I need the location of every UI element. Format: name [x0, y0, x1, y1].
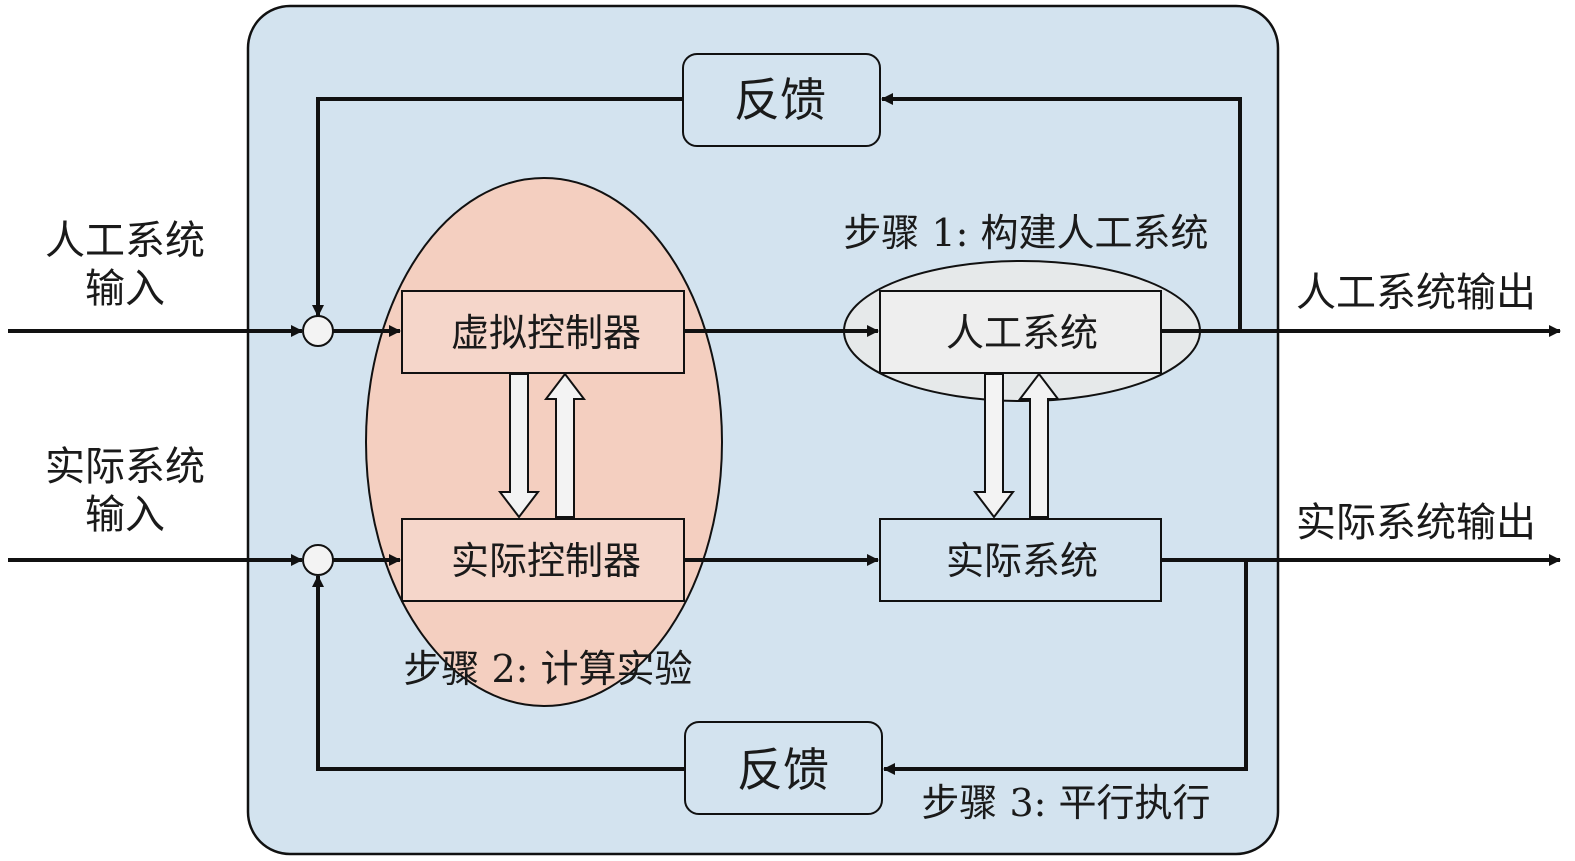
- feedback-bottom-label: 反馈: [737, 743, 829, 797]
- feedback-bottom-return: [312, 575, 685, 771]
- feedback-top-label: 反馈: [734, 73, 826, 127]
- feedback-top-line: [881, 93, 1242, 331]
- artificial-input-label-line2: 输入: [85, 266, 165, 312]
- step2-ellipse: [365, 177, 723, 707]
- hollow-arrow-down-systems: [972, 373, 1016, 519]
- artificial-input-label-line1: 人工系统: [45, 218, 205, 264]
- hollow-arrow-up-controllers: [543, 372, 587, 518]
- real-input-label-line2: 输入: [85, 492, 165, 538]
- step3-label: 步骤 3: 平行执行: [921, 781, 1210, 825]
- artificial-system-block: 人工系统: [879, 290, 1162, 374]
- hollow-arrow-up-systems: [1017, 372, 1061, 518]
- artificial-system-label: 人工系统: [946, 311, 1098, 355]
- real-system-label: 实际系统: [946, 539, 1098, 583]
- feedback-bottom-line: [883, 560, 1248, 775]
- real-controller-label: 实际控制器: [451, 539, 641, 583]
- summing-junction-top: [302, 315, 334, 347]
- virtual-controller-block: 虚拟控制器: [401, 290, 685, 374]
- real-input-label-line1: 实际系统: [45, 444, 205, 490]
- real-controller-block: 实际控制器: [401, 518, 685, 602]
- summing-junction-bottom: [302, 544, 334, 576]
- real-system-block: 实际系统: [879, 518, 1162, 602]
- step2-label: 步骤 2: 计算实验: [403, 647, 692, 691]
- artificial-output-label: 人工系统输出: [1296, 270, 1536, 316]
- feedback-bottom-box: 反馈: [684, 721, 883, 815]
- hollow-arrow-down-controllers: [497, 373, 541, 519]
- feedback-top-box: 反馈: [682, 53, 881, 147]
- real-output-label: 实际系统输出: [1296, 500, 1536, 546]
- virtual-controller-label: 虚拟控制器: [451, 311, 641, 355]
- step1-label: 步骤 1: 构建人工系统: [843, 211, 1208, 255]
- feedback-top-return: [312, 97, 683, 317]
